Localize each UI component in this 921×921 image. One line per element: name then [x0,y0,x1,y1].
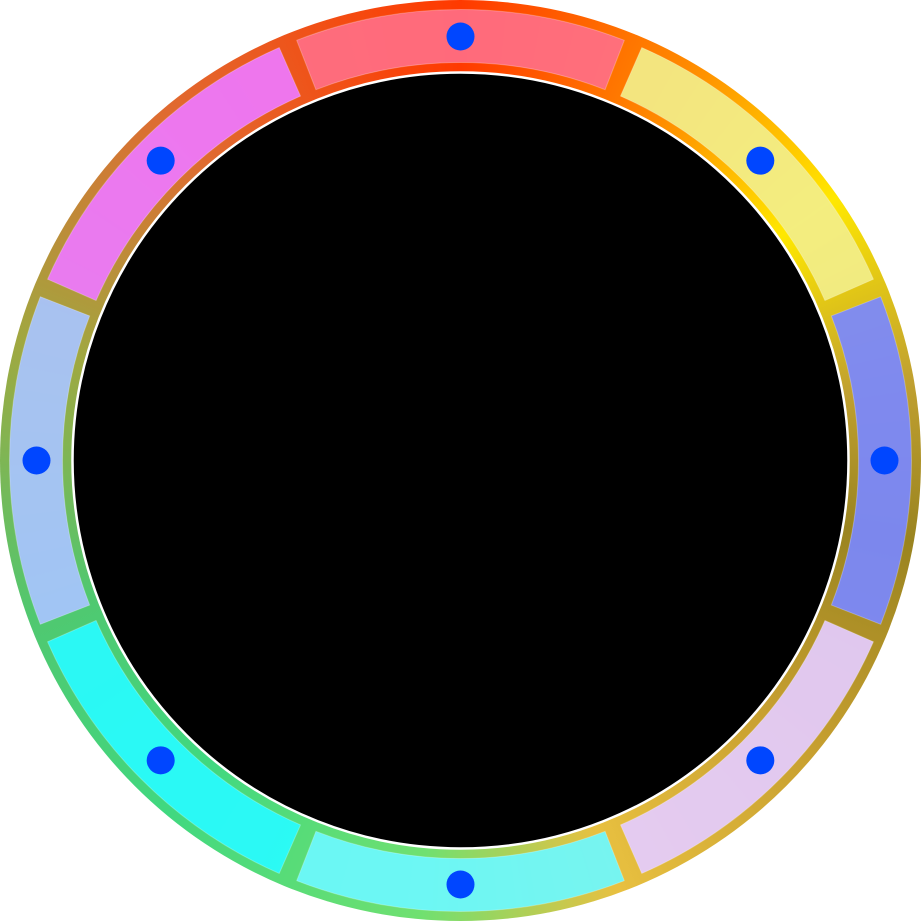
segment-aqua[interactable] [47,619,302,874]
handle-red[interactable] [446,22,475,51]
handle-aqua[interactable] [146,746,175,775]
handle-cyan[interactable] [446,870,475,899]
segment-magenta[interactable] [47,47,302,302]
segment-lavender[interactable] [619,619,874,874]
handle-light-blue[interactable] [22,446,51,475]
handle-magenta[interactable] [146,146,175,175]
handle-yellow[interactable] [746,146,775,175]
center-preview [71,71,850,850]
handle-lavender[interactable] [746,746,775,775]
handle-blue[interactable] [870,446,899,475]
segment-yellow[interactable] [619,47,874,302]
